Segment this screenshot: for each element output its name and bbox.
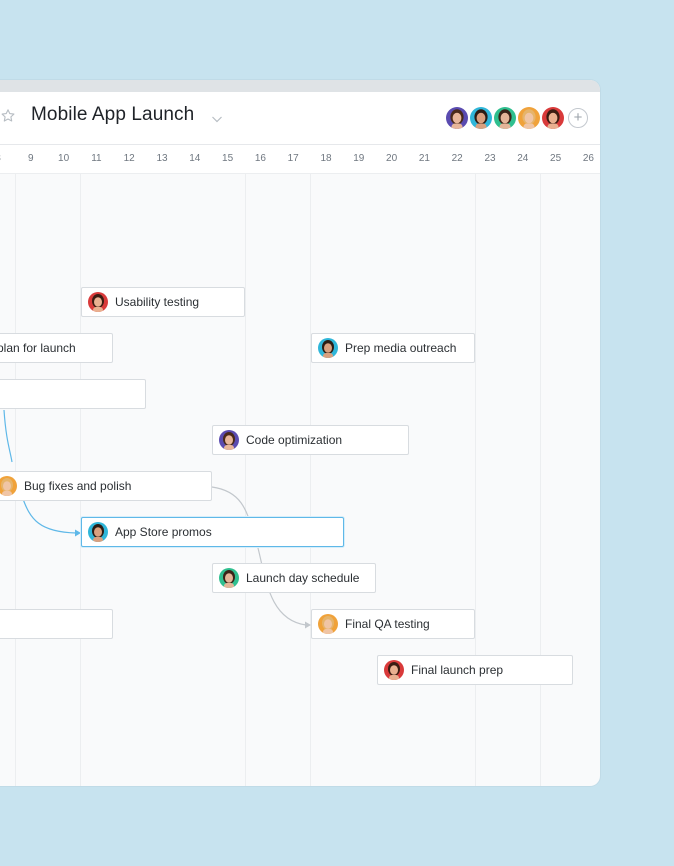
date-label: 21 [418,153,430,164]
date-label: 8 [0,153,10,164]
task-label: Final QA testing [345,617,430,631]
add-member-button[interactable]: + [568,108,588,128]
assignee-avatar[interactable] [318,338,338,358]
task-bar[interactable]: Final launch prep [377,655,573,685]
date-label: 24 [517,153,529,164]
dependency-line [21,495,77,534]
date-label: 18 [320,153,332,164]
date-header: 8 9 10 11 12 13 14 15 16 17 18 19 20 21 22 23 24 25 26 [0,145,600,174]
date-label: 22 [451,153,463,164]
project-header: Mobile App Launch + [0,92,600,145]
assignee-avatar[interactable] [88,292,108,312]
chevron-down-icon[interactable] [210,112,224,126]
date-label: 16 [254,153,266,164]
dependency-links [3,409,311,629]
task-bar[interactable]: Final QA testing [311,609,475,639]
date-label: 25 [550,153,562,164]
date-label: 15 [222,153,234,164]
task-bar[interactable]: plan for launch [0,333,113,363]
date-label: 26 [582,153,594,164]
date-label: 9 [28,153,34,164]
grid-line [540,174,541,786]
assignee-avatar[interactable] [318,614,338,634]
task-bar[interactable]: Bug fixes and polish [0,471,212,501]
window-top-bar [0,80,600,92]
assignee-avatar[interactable] [384,660,404,680]
project-members: + [444,105,594,131]
task-bar[interactable]: Code optimization [212,425,409,455]
task-label: Bug fixes and polish [24,479,132,493]
date-label: 12 [123,153,135,164]
date-label: 19 [353,153,365,164]
arrow-head [75,529,81,537]
task-label: Usability testing [115,295,200,309]
date-label: 23 [484,153,496,164]
date-label: 10 [58,153,70,164]
date-label: 14 [189,153,201,164]
task-label: Code optimization [246,433,343,447]
task-bar[interactable]: App Store promos [81,517,344,547]
star-icon[interactable] [0,108,16,124]
avatar[interactable] [516,105,542,131]
task-bar[interactable]: Usability testing [81,287,245,317]
assignee-avatar[interactable] [0,476,17,496]
task-bar[interactable] [0,379,146,409]
assignee-avatar[interactable] [88,522,108,542]
grid-line [245,174,246,786]
date-label: 13 [156,153,168,164]
dependency-line [211,486,307,626]
avatar[interactable] [444,105,470,131]
task-label: Final launch prep [411,663,504,677]
task-bar[interactable]: Launch day schedule [212,563,376,593]
arrow-head [305,621,311,629]
task-label: plan for launch [0,341,76,355]
avatar[interactable] [540,105,566,131]
timeline-panel: Mobile App Launch + 8 9 10 11 12 13 14 15 16 17 18… [0,80,600,786]
dependency-line [3,409,13,463]
task-label: Launch day schedule [246,571,360,585]
avatar[interactable] [468,105,494,131]
assignee-avatar[interactable] [219,568,239,588]
assignee-avatar[interactable] [219,430,239,450]
task-label: Prep media outreach [345,341,457,355]
date-label: 20 [386,153,398,164]
date-label: 11 [91,153,102,164]
task-bar[interactable]: Prep media outreach [311,333,475,363]
grid-line [310,174,311,786]
grid-line [475,174,476,786]
project-title: Mobile App Launch [31,104,195,125]
task-label: App Store promos [115,525,212,539]
date-label: 17 [287,153,299,164]
avatar[interactable] [492,105,518,131]
task-bar[interactable] [0,609,113,639]
